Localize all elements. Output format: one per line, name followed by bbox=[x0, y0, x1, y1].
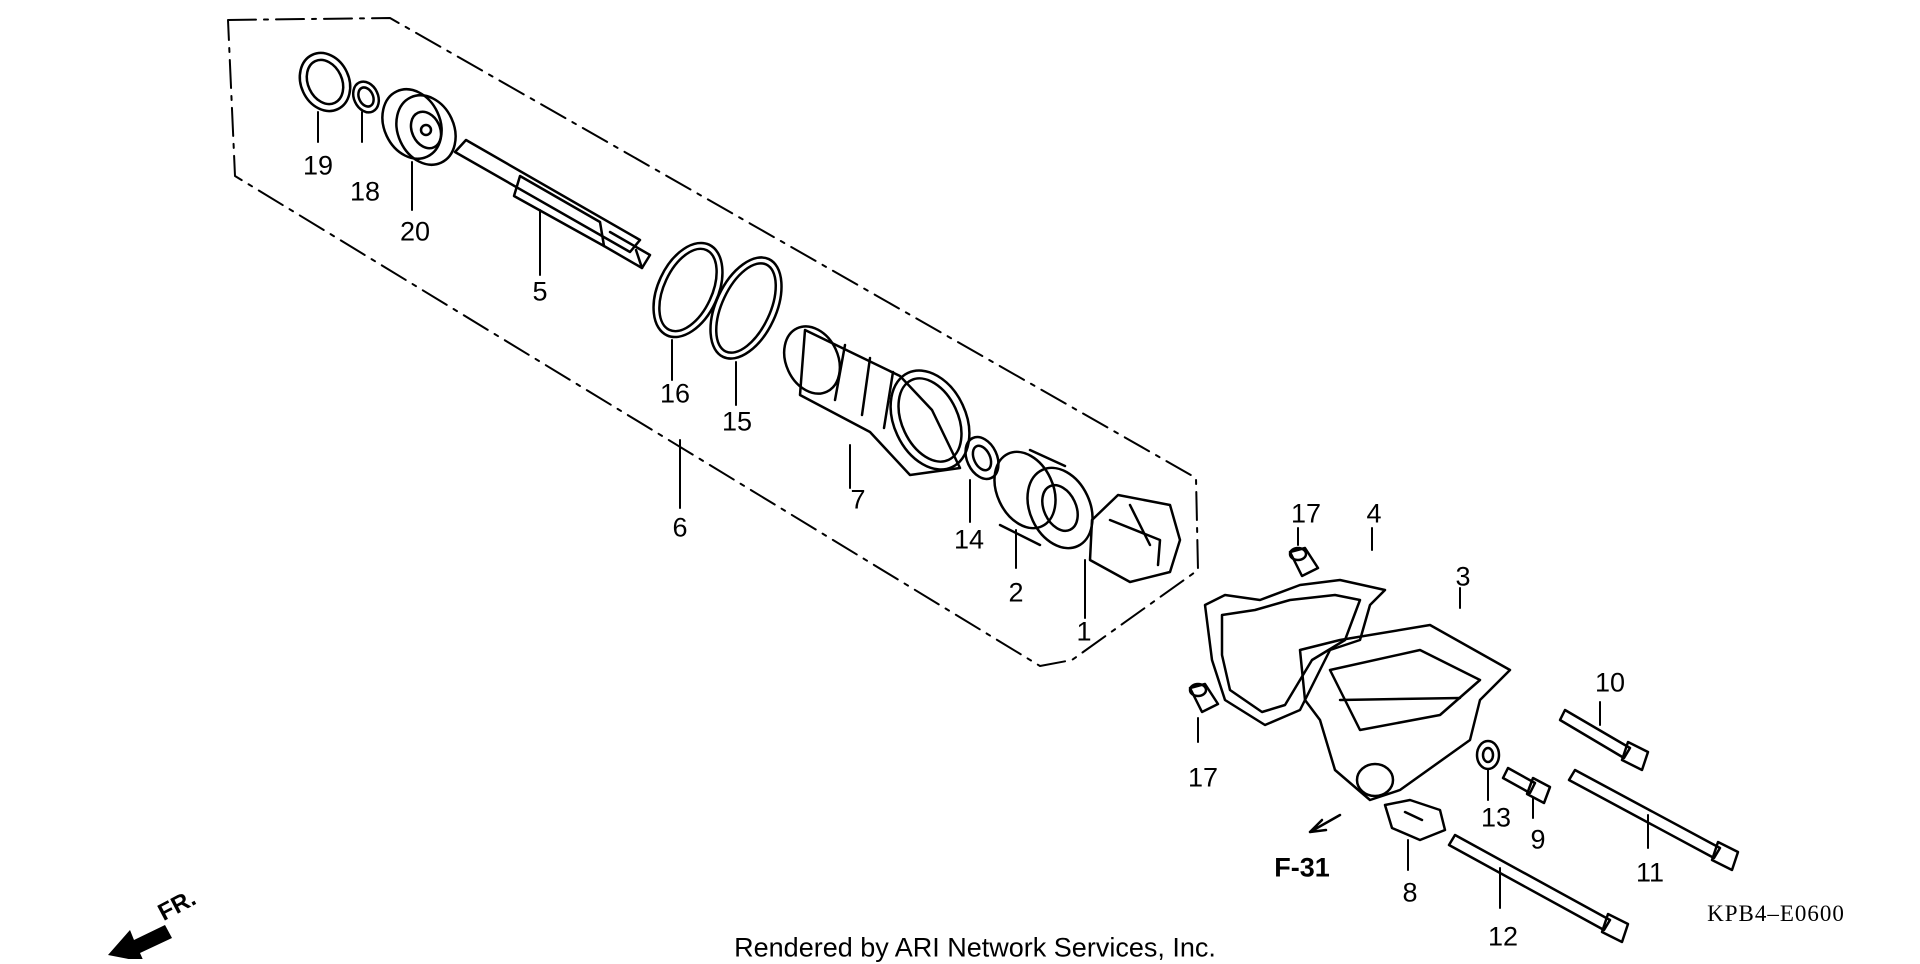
callout-18: 18 bbox=[349, 176, 381, 207]
callout-17-lower: 17 bbox=[1187, 762, 1219, 793]
callout-14: 14 bbox=[953, 524, 985, 555]
bolt-part-9 bbox=[1501, 766, 1552, 805]
flange-part-2 bbox=[993, 448, 1094, 550]
callout-17-upper: 17 bbox=[1290, 498, 1322, 529]
front-arrow-icon bbox=[108, 925, 172, 959]
callout-12: 12 bbox=[1487, 921, 1519, 952]
callout-2: 2 bbox=[1008, 577, 1024, 608]
collar-part-17-lower bbox=[1188, 682, 1220, 714]
callout-10: 10 bbox=[1594, 667, 1626, 698]
ring-part-18 bbox=[351, 80, 381, 114]
bolt-part-11 bbox=[1567, 768, 1740, 872]
shaft-part-5 bbox=[453, 138, 652, 270]
bearing-part-20 bbox=[381, 88, 457, 166]
gasket-part-4 bbox=[1203, 578, 1387, 727]
circlip-part-19 bbox=[298, 51, 352, 113]
bolt-part-12 bbox=[1447, 833, 1630, 944]
callout-13: 13 bbox=[1480, 802, 1512, 833]
diagram-code: KPB4–E0600 bbox=[1707, 901, 1845, 926]
callout-1: 1 bbox=[1076, 616, 1092, 647]
callout-16: 16 bbox=[659, 378, 691, 409]
case-part-3 bbox=[1298, 623, 1512, 802]
clip-part-8 bbox=[1383, 798, 1447, 842]
callout-15: 15 bbox=[721, 406, 753, 437]
callout-5: 5 bbox=[532, 276, 548, 307]
assembly-boundary bbox=[227, 17, 1199, 667]
callout-20: 20 bbox=[399, 216, 431, 247]
callout-8: 8 bbox=[1402, 877, 1418, 908]
callout-11: 11 bbox=[1635, 857, 1665, 888]
callout-7: 7 bbox=[850, 484, 866, 515]
callout-9: 9 bbox=[1530, 824, 1546, 855]
reference-label-f31: F-31 bbox=[1274, 852, 1330, 883]
seal-part-14 bbox=[964, 435, 1000, 481]
cover-part-1 bbox=[1088, 493, 1182, 584]
boot-part-7 bbox=[782, 325, 971, 477]
callout-19: 19 bbox=[302, 150, 334, 181]
bolt-part-10 bbox=[1558, 708, 1650, 772]
o-ring-part-15 bbox=[709, 256, 783, 360]
f31-arrow bbox=[1308, 813, 1342, 834]
collar-part-17-upper bbox=[1288, 546, 1320, 578]
credit-text: Rendered by ARI Network Services, Inc. bbox=[734, 932, 1216, 963]
callout-3: 3 bbox=[1455, 561, 1471, 592]
callout-4: 4 bbox=[1366, 498, 1382, 529]
callout-6: 6 bbox=[672, 512, 688, 543]
washer-part-13 bbox=[1475, 739, 1501, 771]
